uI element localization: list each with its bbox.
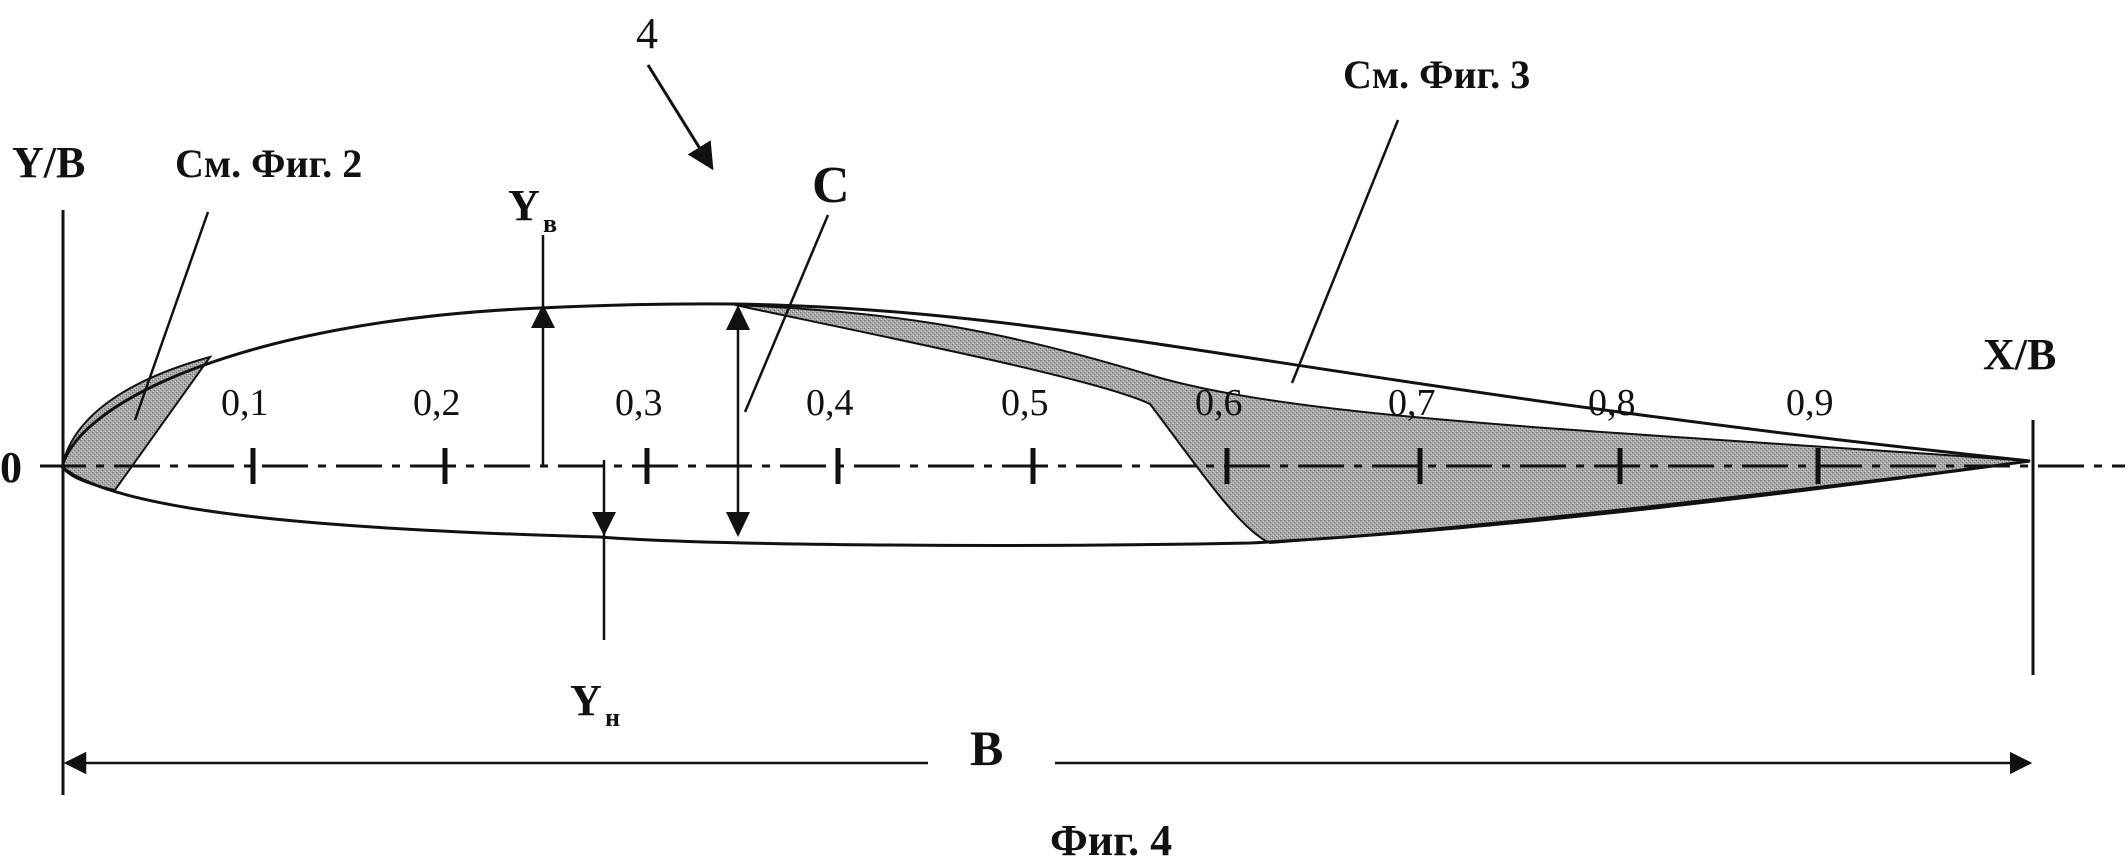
chord-tick-label: 0,7 <box>1388 382 1436 424</box>
thickness-label: C <box>812 157 850 214</box>
thickness-arrow-bottom <box>726 512 750 537</box>
chord-tick-label: 0,3 <box>615 382 663 424</box>
leading-edge-callout: См. Фиг. 2 <box>175 141 362 186</box>
reference-number: 4 <box>636 9 658 58</box>
svg-text:в: в <box>543 209 557 238</box>
reference-arrow <box>646 64 714 171</box>
chord-ticks <box>250 448 1821 484</box>
svg-text:Y: Y <box>570 676 602 725</box>
chord-tick-label: 0,8 <box>1588 382 1636 424</box>
upper-coordinate-arrow <box>531 304 555 328</box>
x-axis-label: X/B <box>1983 330 2056 379</box>
lower-coordinate-label: Y н <box>570 676 620 732</box>
leading-edge-shaded-region <box>60 355 213 492</box>
chord-tick-label: 0,6 <box>1195 382 1243 424</box>
chord-tick-label: 0,4 <box>806 382 854 424</box>
chord-tick-label: 0,9 <box>1786 382 1834 424</box>
chord-label: B <box>970 720 1003 776</box>
chord-tick-label: 0,5 <box>1001 382 1049 424</box>
airfoil-profile-outline <box>60 302 2031 547</box>
thickness-arrow-top <box>726 305 750 330</box>
figure-caption: Фиг. 4 <box>1050 816 1172 865</box>
y-axis-label: Y/B <box>12 138 85 187</box>
origin-label: 0 <box>0 443 22 492</box>
svg-text:Y: Y <box>508 181 540 230</box>
leading-edge-leader-line <box>133 211 210 421</box>
tick-labels: 0,1 0,2 0,3 0,4 0,5 0,6 0,7 0,8 0,9 <box>221 382 1834 424</box>
chord-tick-label: 0,1 <box>221 382 269 424</box>
chord-tick-label: 0,2 <box>413 382 461 424</box>
thickness-leader-line <box>743 214 830 413</box>
trailing-edge-leader-line <box>1290 119 1400 384</box>
upper-coordinate-label: Y в <box>508 181 557 238</box>
trailing-edge-shaded-region <box>734 304 2031 545</box>
svg-text:н: н <box>605 703 620 732</box>
lower-coordinate-arrow <box>592 512 616 536</box>
trailing-edge-callout: См. Фиг. 3 <box>1343 52 1530 97</box>
